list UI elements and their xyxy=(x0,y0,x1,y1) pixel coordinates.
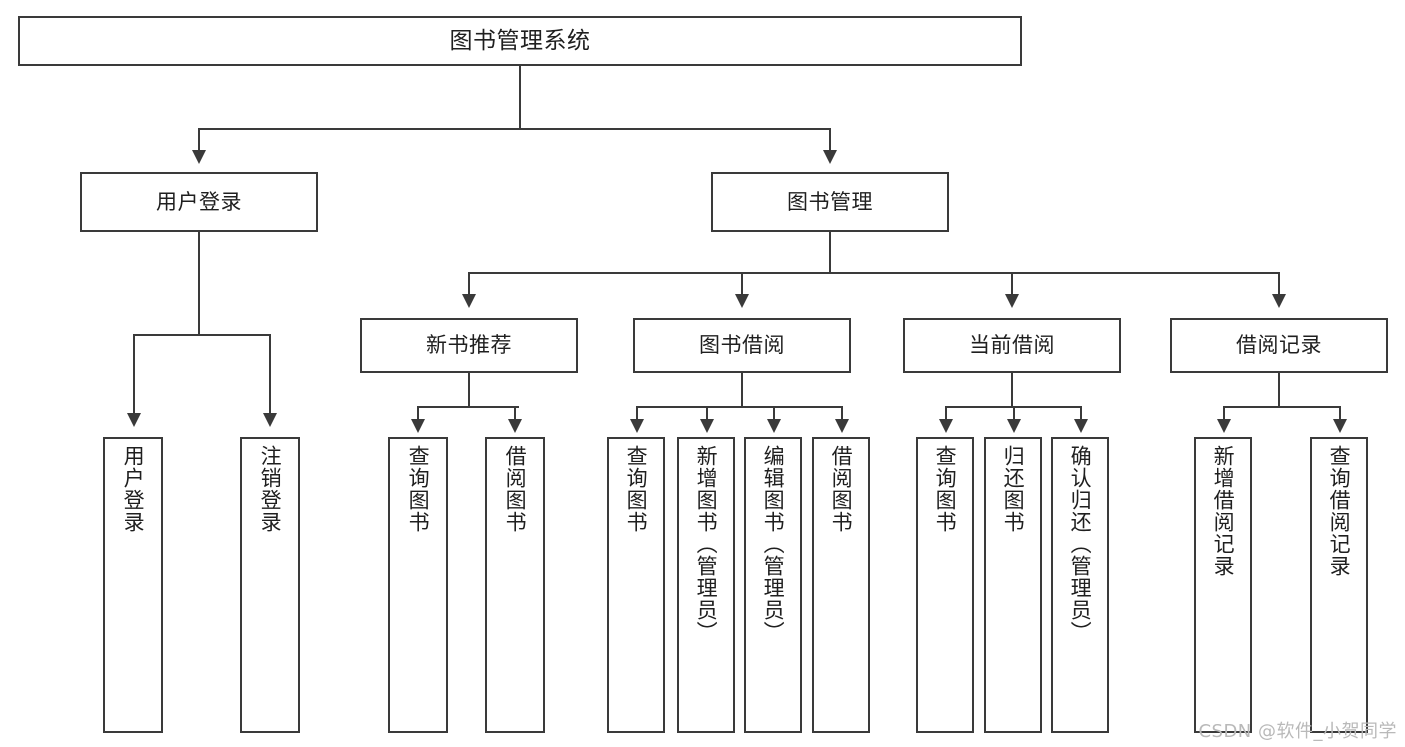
node-label: 图书借阅 xyxy=(699,333,785,358)
connector-borrow-stem xyxy=(741,373,743,406)
leaf-node-borrow-book-2[interactable]: 借阅图书 xyxy=(812,437,870,733)
connector-record-leaf-1 xyxy=(1223,406,1225,421)
connector-record-leaf-2 xyxy=(1339,406,1341,421)
connector-to-current xyxy=(1011,272,1013,296)
node-label: 查询图书 xyxy=(933,445,958,533)
node-label: 注销登录 xyxy=(258,445,283,533)
connector-borrow-leaf-4 xyxy=(841,406,843,421)
node-label: 借阅图书 xyxy=(829,445,854,533)
node-label: 用户登录 xyxy=(156,189,242,214)
node-label: 查询图书 xyxy=(624,445,649,533)
node-new-book-recommendation[interactable]: 新书推荐 xyxy=(360,318,578,373)
node-book-borrowing[interactable]: 图书借阅 xyxy=(633,318,851,373)
arrowhead-new-rec xyxy=(462,294,476,308)
node-label: 归还图书 xyxy=(1001,445,1026,533)
arrowhead-leaf-query-book-2 xyxy=(630,419,644,433)
node-label: 用户登录 xyxy=(121,445,146,533)
node-label: 查询借阅记录 xyxy=(1327,445,1352,577)
leaf-node-query-record[interactable]: 查询借阅记录 xyxy=(1310,437,1368,733)
connector-root-to-user-login xyxy=(198,128,200,152)
connector-new-rec-stem xyxy=(468,373,470,406)
connector-book-mgmt-bus xyxy=(468,272,1279,274)
leaf-node-query-book-3[interactable]: 查询图书 xyxy=(916,437,974,733)
connector-borrow-leaf-2 xyxy=(706,406,708,421)
connector-record-stem xyxy=(1278,373,1280,406)
connector-borrow-bus xyxy=(636,406,842,408)
leaf-node-query-book-2[interactable]: 查询图书 xyxy=(607,437,665,733)
connector-new-rec-leaf-1 xyxy=(417,406,419,421)
node-label: 新书推荐 xyxy=(426,333,512,358)
connector-current-leaf-2 xyxy=(1013,406,1015,421)
leaf-node-user-logout[interactable]: 注销登录 xyxy=(240,437,300,733)
arrowhead-current xyxy=(1005,294,1019,308)
leaf-node-add-book[interactable]: 新增图书（管理员） xyxy=(677,437,735,733)
node-label: 新增图书（管理员） xyxy=(694,445,719,643)
connector-new-rec-bus xyxy=(417,406,519,408)
leaf-node-add-record[interactable]: 新增借阅记录 xyxy=(1194,437,1252,733)
arrowhead-leaf-add-book xyxy=(700,419,714,433)
node-book-management[interactable]: 图书管理 xyxy=(711,172,949,232)
arrowhead-leaf-user-logout xyxy=(263,413,277,427)
arrowhead-leaf-return-book xyxy=(1007,419,1021,433)
leaf-node-return-book[interactable]: 归还图书 xyxy=(984,437,1042,733)
arrowhead-leaf-add-record xyxy=(1217,419,1231,433)
connector-book-mgmt-stem xyxy=(829,232,831,272)
connector-root-bus xyxy=(198,128,831,130)
leaf-node-user-login[interactable]: 用户登录 xyxy=(103,437,163,733)
leaf-node-confirm-return[interactable]: 确认归还（管理员） xyxy=(1051,437,1109,733)
arrowhead-leaf-user-login xyxy=(127,413,141,427)
node-book-management-system[interactable]: 图书管理系统 xyxy=(18,16,1022,66)
arrowhead-leaf-query-record xyxy=(1333,419,1347,433)
node-current-borrowing[interactable]: 当前借阅 xyxy=(903,318,1121,373)
node-label: 借阅记录 xyxy=(1236,333,1322,358)
arrowhead-leaf-borrow-book-2 xyxy=(835,419,849,433)
arrowhead-borrow xyxy=(735,294,749,308)
connector-to-record xyxy=(1278,272,1280,296)
connector-record-bus xyxy=(1223,406,1340,408)
leaf-node-edit-book[interactable]: 编辑图书（管理员） xyxy=(744,437,802,733)
connector-user-login-leaf-2 xyxy=(269,334,271,415)
leaf-node-borrow-book-1[interactable]: 借阅图书 xyxy=(485,437,545,733)
arrowhead-leaf-borrow-book-1 xyxy=(508,419,522,433)
arrowhead-record xyxy=(1272,294,1286,308)
arrowhead-leaf-query-book-1 xyxy=(411,419,425,433)
arrowhead-book-mgmt xyxy=(823,150,837,164)
arrowhead-leaf-confirm-return xyxy=(1074,419,1088,433)
connector-to-new-rec xyxy=(468,272,470,296)
connector-root-to-book-mgmt xyxy=(829,128,831,152)
node-user-login[interactable]: 用户登录 xyxy=(80,172,318,232)
connector-user-login-stem xyxy=(198,232,200,334)
node-label: 编辑图书（管理员） xyxy=(761,445,786,643)
node-borrowing-record[interactable]: 借阅记录 xyxy=(1170,318,1388,373)
arrowhead-user-login xyxy=(192,150,206,164)
connector-new-rec-leaf-2 xyxy=(514,406,516,421)
node-label: 图书管理 xyxy=(787,189,873,214)
node-label: 确认归还（管理员） xyxy=(1068,445,1093,643)
arrowhead-leaf-edit-book xyxy=(767,419,781,433)
connector-current-leaf-3 xyxy=(1080,406,1082,421)
connector-to-borrow xyxy=(741,272,743,296)
connector-user-login-leaf-1 xyxy=(133,334,135,415)
node-label: 新增借阅记录 xyxy=(1211,445,1236,577)
leaf-node-query-book-1[interactable]: 查询图书 xyxy=(388,437,448,733)
connector-user-login-bus xyxy=(133,334,270,336)
node-label: 当前借阅 xyxy=(969,333,1055,358)
node-label: 图书管理系统 xyxy=(449,27,591,54)
connector-current-stem xyxy=(1011,373,1013,406)
connector-borrow-leaf-1 xyxy=(636,406,638,421)
connector-borrow-leaf-3 xyxy=(773,406,775,421)
arrowhead-leaf-query-book-3 xyxy=(939,419,953,433)
connector-root-stem xyxy=(519,66,521,128)
connector-current-leaf-1 xyxy=(945,406,947,421)
node-label: 查询图书 xyxy=(406,445,431,533)
node-label: 借阅图书 xyxy=(503,445,528,533)
